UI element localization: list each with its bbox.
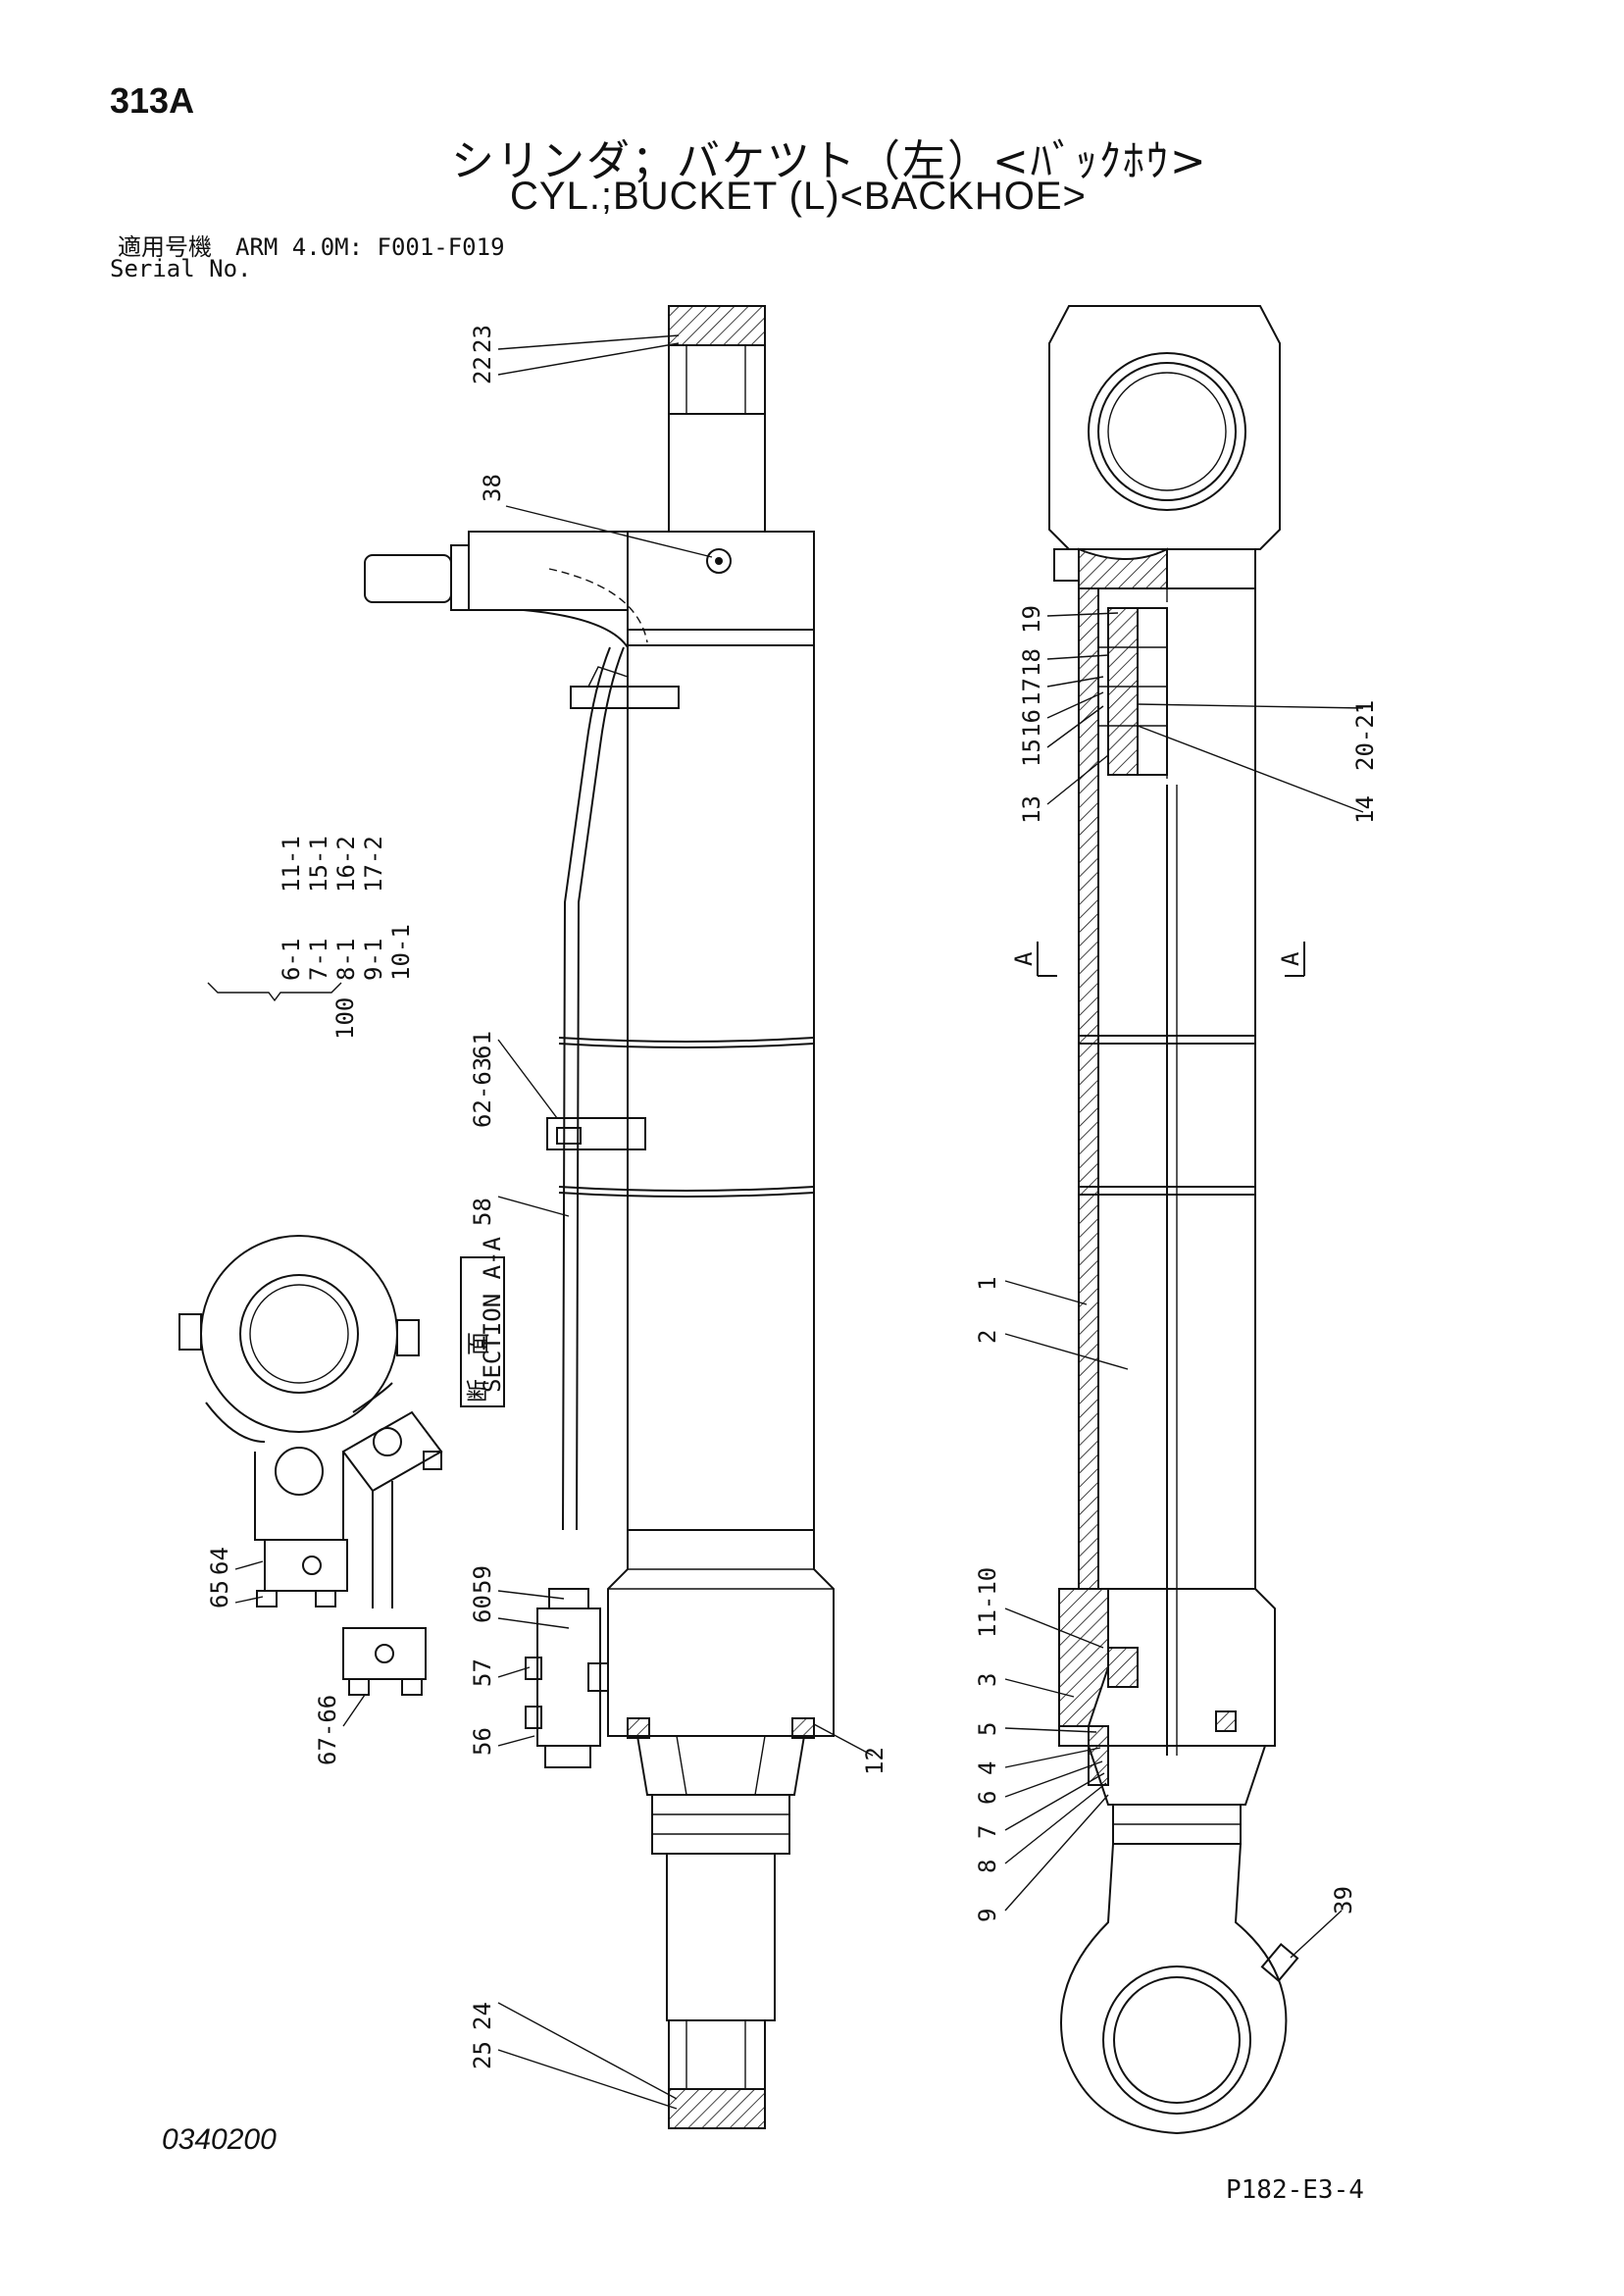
callout-58: 58 <box>469 1198 496 1226</box>
kit-item: 15-1 <box>305 836 332 893</box>
callout-1: 1 <box>974 1277 1001 1291</box>
callout-24: 24 <box>469 2002 496 2030</box>
callout-3: 3 <box>974 1673 1001 1687</box>
callout-9: 9 <box>974 1909 1001 1922</box>
callout-25: 25 <box>469 2041 496 2069</box>
callout-20-21: 20-21 <box>1351 700 1379 771</box>
callout-59: 59 <box>469 1565 496 1594</box>
callout-61: 61 <box>469 1031 496 1059</box>
callout-6: 6 <box>974 1791 1001 1805</box>
kit-item: 10-1 <box>387 924 415 981</box>
callout-19: 19 <box>1018 605 1045 634</box>
kit-item: 16-2 <box>332 836 360 893</box>
callout-11-10: 11-10 <box>974 1567 1001 1638</box>
page-code: 313A <box>110 80 195 121</box>
callout-22: 22 <box>469 356 496 384</box>
callout-5: 5 <box>974 1722 1001 1736</box>
callout-2: 2 <box>974 1330 1001 1344</box>
page-title-english: CYL.;BUCKET (L)<BACKHOE> <box>510 175 1087 218</box>
page-title-japanese: シリンダ；バケツト（左）<ﾊﾞｯｸﾎｳ> <box>451 136 1208 186</box>
serial-applicability: 適用号機 ARM 4.0M: F001-F019 <box>118 233 505 261</box>
callout-17: 17 <box>1018 678 1045 706</box>
callouts-section: 19 18 17 16 15 13 20-21 14 1 2 11-10 3 5… <box>974 605 1379 1959</box>
section-label-en: SECTION A-A <box>479 1237 506 1393</box>
section-arrow-right: A <box>1277 951 1304 966</box>
kit-item: 11-1 <box>278 836 305 893</box>
page-reference: P182-E3-4 <box>1226 2175 1364 2205</box>
kit-item: 8-1 <box>332 939 360 981</box>
section-view <box>1037 305 1305 2135</box>
kit-number: 100 <box>331 997 359 1040</box>
callout-64: 64 <box>206 1547 233 1575</box>
kit-item: 9-1 <box>360 939 387 981</box>
section-label-jp: 断 面 <box>465 1332 492 1403</box>
callout-13: 13 <box>1018 795 1045 824</box>
external-view <box>364 305 835 2129</box>
callout-18: 18 <box>1018 648 1045 677</box>
callout-65: 65 <box>206 1580 233 1608</box>
kit-item: 17-2 <box>360 836 387 893</box>
callout-39: 39 <box>1330 1886 1357 1914</box>
callouts-external: 22 23 38 62-63 61 58 60 59 57 56 12 24 2… <box>206 325 888 2110</box>
callout-15: 15 <box>1018 739 1045 767</box>
callout-67-66: 67-66 <box>314 1695 341 1765</box>
callout-62-63: 62-63 <box>469 1057 496 1128</box>
callout-8: 8 <box>974 1860 1001 1873</box>
callout-23: 23 <box>469 325 496 353</box>
callout-16: 16 <box>1018 709 1045 738</box>
section-arrow-left: A <box>1010 951 1038 966</box>
callout-38: 38 <box>479 474 506 502</box>
callout-4: 4 <box>974 1761 1001 1775</box>
callout-56: 56 <box>469 1727 496 1756</box>
callout-57: 57 <box>469 1658 496 1687</box>
kit-item: 7-1 <box>305 939 332 981</box>
section-a-a-view: 断 面 SECTION A-A <box>178 1235 506 1696</box>
serial-label: Serial No. <box>110 255 252 282</box>
seal-kit-list: 100 6-1 7-1 8-1 9-1 10-1 11-1 15-1 16-2 … <box>207 836 415 1040</box>
document-number: 0340200 <box>162 2123 277 2156</box>
callout-7: 7 <box>974 1825 1001 1839</box>
callout-60: 60 <box>469 1595 496 1623</box>
kit-item: 6-1 <box>278 939 305 981</box>
